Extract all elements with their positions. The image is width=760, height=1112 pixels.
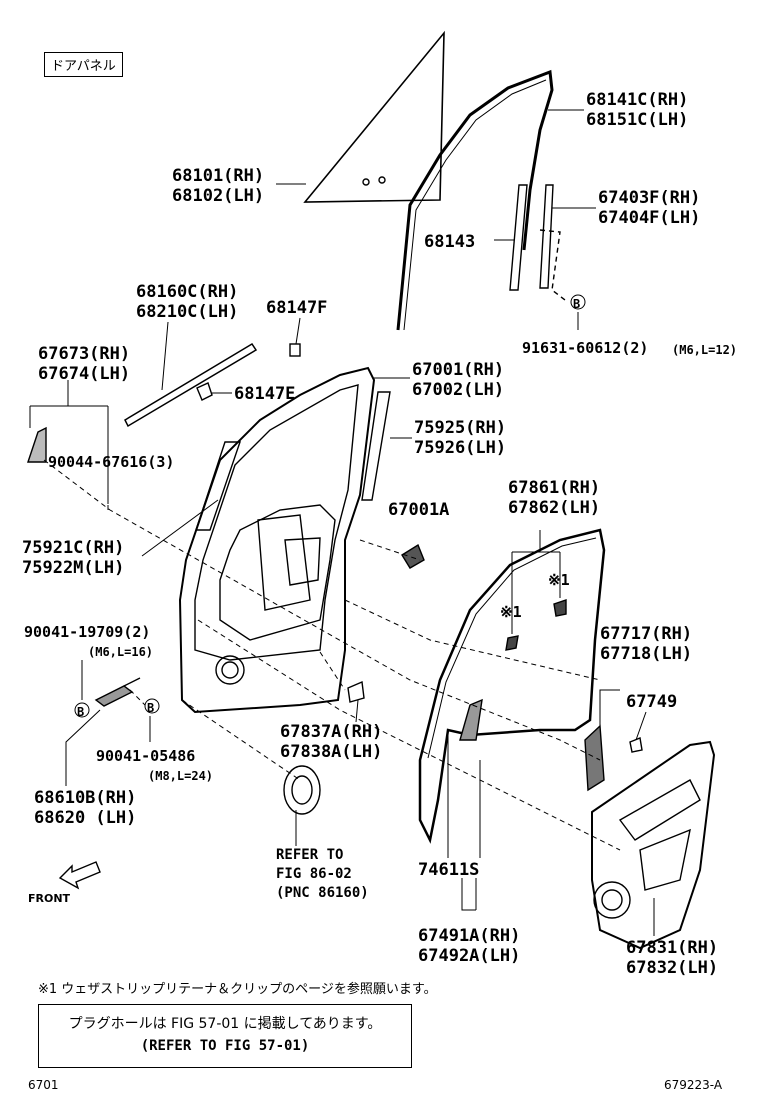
door-glass <box>303 30 445 203</box>
part-67673: 67673(RH) <box>38 344 131 364</box>
part-67491A: 67491A(RH) <box>418 926 521 946</box>
refer-line-1: REFER TO <box>276 847 344 863</box>
part-67717: 67717(RH) <box>600 624 693 644</box>
part-67001A: 67001A <box>388 500 450 520</box>
door-hinge <box>94 685 134 707</box>
front-label: FRONT <box>28 892 71 905</box>
part-67718: 67718(LH) <box>600 644 693 664</box>
note-mark-1b: ※1 <box>500 603 522 621</box>
part-67831: 67831(RH) <box>626 938 719 958</box>
callout-b-2: B <box>77 705 85 719</box>
part-67832: 67832(LH) <box>626 958 719 978</box>
door-frame <box>178 366 376 714</box>
front-arrow <box>58 861 101 890</box>
front-trim <box>195 441 241 531</box>
part-75922M: 75922M(LH) <box>22 558 125 578</box>
part-67492A: 67492A(LH) <box>418 946 521 966</box>
part-68101: 68101(RH) <box>172 166 265 186</box>
speaker <box>283 765 321 815</box>
info-line-1: プラグホールは FIG 57-01 に掲載してあります。 <box>68 1016 382 1032</box>
part-90041-19709-spec: (M6,L=16) <box>88 645 154 659</box>
part-67838A: 67838A(LH) <box>280 742 383 762</box>
mirror-cover <box>27 426 47 463</box>
part-67861: 67861(RH) <box>508 478 601 498</box>
callout-b-3: B <box>147 701 155 715</box>
part-91631: 91631-60612(2) <box>522 339 649 357</box>
door-trim-board <box>591 740 716 950</box>
part-67837A: 67837A(RH) <box>280 722 383 742</box>
part-67674: 67674(LH) <box>38 364 131 384</box>
part-91631-spec: (M6,L=12) <box>672 343 738 357</box>
part-67749: 67749 <box>626 692 678 712</box>
part-75926: 75926(LH) <box>414 438 507 458</box>
door-weatherstrip <box>418 528 606 844</box>
note-mark-1a: ※1 <box>548 571 570 589</box>
part-67404F: 67404F(LH) <box>598 208 701 228</box>
part-74611S: 74611S <box>418 860 480 880</box>
footer-figure-id: 679223-A <box>664 1078 723 1092</box>
hole-cover <box>459 698 483 741</box>
part-68160C: 68160C(RH) <box>136 282 239 302</box>
part-68620: 68620 (LH) <box>34 808 137 828</box>
rear-trim-strip <box>361 391 391 501</box>
section-header-box: ドアパネル <box>44 52 123 77</box>
door-stopper <box>401 543 425 569</box>
info-line-2: (REFER TO FIG 57-01) <box>140 1038 310 1054</box>
part-68210C: 68210C(LH) <box>136 302 239 322</box>
part-67002: 67002(LH) <box>412 380 505 400</box>
part-90041-05486: 90041-05486 <box>96 747 196 765</box>
part-67862: 67862(LH) <box>508 498 601 518</box>
belt-moulding <box>124 342 258 428</box>
armrest-base <box>584 724 605 792</box>
part-68610B: 68610B(RH) <box>34 788 137 808</box>
plug-hole-info-box: プラグホールは FIG 57-01 に掲載してあります。 (REFER TO F… <box>38 1004 412 1068</box>
rear-lower-frame <box>509 184 528 291</box>
callout-b-1: B <box>573 297 581 311</box>
footer-section-code: 6701 <box>28 1078 59 1092</box>
refer-line-3: (PNC 86160) <box>276 885 369 901</box>
part-67001: 67001(RH) <box>412 360 505 380</box>
part-68151C: 68151C(LH) <box>586 110 689 130</box>
part-90041-19709: 90041-19709(2) <box>24 623 151 641</box>
division-bar <box>539 184 554 289</box>
part-75921C: 75921C(RH) <box>22 538 125 558</box>
part-90041-05486-spec: (M8,L=24) <box>148 769 214 783</box>
part-68143: 68143 <box>424 232 476 252</box>
part-68147E: 68147E <box>234 384 296 404</box>
part-68102: 68102(LH) <box>172 186 265 206</box>
glass-run-channel <box>396 69 554 331</box>
refer-line-2: FIG 86-02 <box>276 866 352 882</box>
part-75925: 75925(RH) <box>414 418 507 438</box>
part-68141C: 68141C(RH) <box>586 90 689 110</box>
part-67403F: 67403F(RH) <box>598 188 701 208</box>
part-90044: 90044-67616(3) <box>48 453 175 471</box>
weatherstrip-note: ※1 ウェザストリップリテーナ＆クリップのページを参照願います。 <box>38 982 437 997</box>
part-68147F: 68147F <box>266 298 328 318</box>
